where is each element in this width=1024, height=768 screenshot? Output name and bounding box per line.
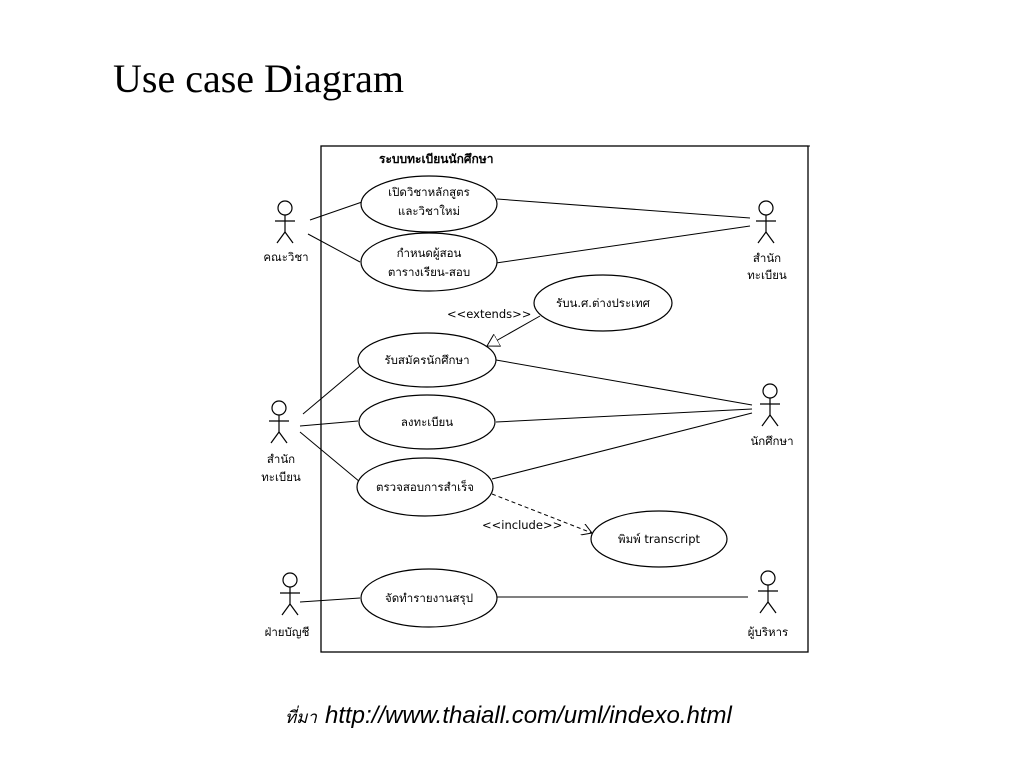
svg-text:สำนัก: สำนัก [267, 452, 295, 466]
stick-figure-icon [758, 570, 778, 614]
svg-text:ตารางเรียน-สอบ: ตารางเรียน-สอบ [388, 265, 470, 279]
svg-text:รับสมัครนักศึกษา: รับสมัครนักศึกษา [384, 353, 469, 367]
system-name: ระบบทะเบียนนักศึกษา [379, 152, 493, 166]
svg-text:ลงทะเบียน: ลงทะเบียน [401, 415, 453, 429]
svg-text:รับน.ศ.ต่างประเทศ: รับน.ศ.ต่างประเทศ [556, 296, 651, 310]
assoc-registrar-admit [302, 365, 361, 415]
use-case-assign-instructor: กำหนดผู้สอน ตารางเรียน-สอบ [360, 232, 498, 292]
svg-text:สำนัก: สำนัก [753, 251, 781, 265]
assoc-registrar-register [299, 420, 359, 427]
stick-figure-icon [275, 200, 295, 244]
svg-text:คณะวิชา: คณะวิชา [263, 250, 308, 264]
include-arrow [491, 493, 592, 533]
source-url-link[interactable]: http://www.thaiall.com/uml/indexo.html [324, 702, 732, 729]
use-case-admit-student: รับสมัครนักศึกษา [357, 332, 497, 388]
use-case-open-course: เปิดวิชาหลักสูตร และวิชาใหม่ [360, 175, 498, 233]
svg-text:ฝ่ายบัญชี: ฝ่ายบัญชี [265, 625, 310, 639]
use-case-foreign-student: รับน.ศ.ต่างประเทศ [533, 274, 673, 332]
extends-arrow [487, 315, 541, 346]
actor-faculty: คณะวิชา [263, 200, 309, 264]
stick-figure-icon [280, 572, 300, 616]
svg-text:และวิชาใหม่: และวิชาใหม่ [398, 204, 460, 218]
assoc-register-student [495, 408, 753, 423]
assoc-accounting-report [299, 597, 361, 603]
svg-text:ผู้บริหาร: ผู้บริหาร [748, 625, 788, 639]
use-case-check-graduation: ตรวจสอบการสำเร็จ [356, 457, 494, 517]
source-citation: ที่มา http://www.thaiall.com/uml/indexo.h… [285, 702, 732, 731]
assoc-open-course-registrar [496, 198, 751, 219]
svg-text:ทะเบียน: ทะเบียน [747, 268, 787, 282]
stick-figure-icon [760, 383, 780, 427]
svg-text:จัดทำรายงานสรุป: จัดทำรายงานสรุป [385, 591, 473, 605]
use-case-print-transcript: พิมพ์ transcript [590, 510, 728, 568]
use-case-summary-report: จัดทำรายงานสรุป [360, 568, 498, 628]
extends-label: <<extends>> [447, 307, 531, 321]
slide-title: Use case Diagram [113, 56, 404, 101]
svg-text:ตรวจสอบการสำเร็จ: ตรวจสอบการสำเร็จ [376, 479, 474, 494]
svg-text:ทะเบียน: ทะเบียน [261, 470, 301, 484]
svg-text:นักศึกษา: นักศึกษา [750, 434, 793, 448]
assoc-assign-registrar [495, 225, 751, 264]
svg-text:กำหนดผู้สอน: กำหนดผู้สอน [397, 246, 462, 260]
actor-registrar-left: สำนัก ทะเบียน [261, 400, 301, 484]
include-label: <<include>> [482, 518, 562, 532]
actor-executive: ผู้บริหาร [748, 570, 788, 639]
assoc-check-student [491, 412, 753, 480]
actor-registrar-top: สำนัก ทะเบียน [747, 200, 787, 282]
use-case-register: ลงทะเบียน [358, 394, 496, 450]
assoc-admit-student [495, 359, 753, 406]
svg-text:พิมพ์ transcript: พิมพ์ transcript [618, 532, 701, 546]
assoc-faculty-open-course [309, 201, 363, 221]
source-prefix: ที่มา [285, 708, 317, 728]
stick-figure-icon [756, 200, 776, 244]
assoc-registrar-check [299, 431, 361, 483]
actor-student: นักศึกษา [750, 383, 794, 448]
actor-accounting: ฝ่ายบัญชี [265, 572, 310, 639]
stick-figure-icon [269, 400, 289, 444]
assoc-faculty-assign [307, 233, 361, 263]
svg-text:เปิดวิชาหลักสูตร: เปิดวิชาหลักสูตร [388, 185, 470, 199]
